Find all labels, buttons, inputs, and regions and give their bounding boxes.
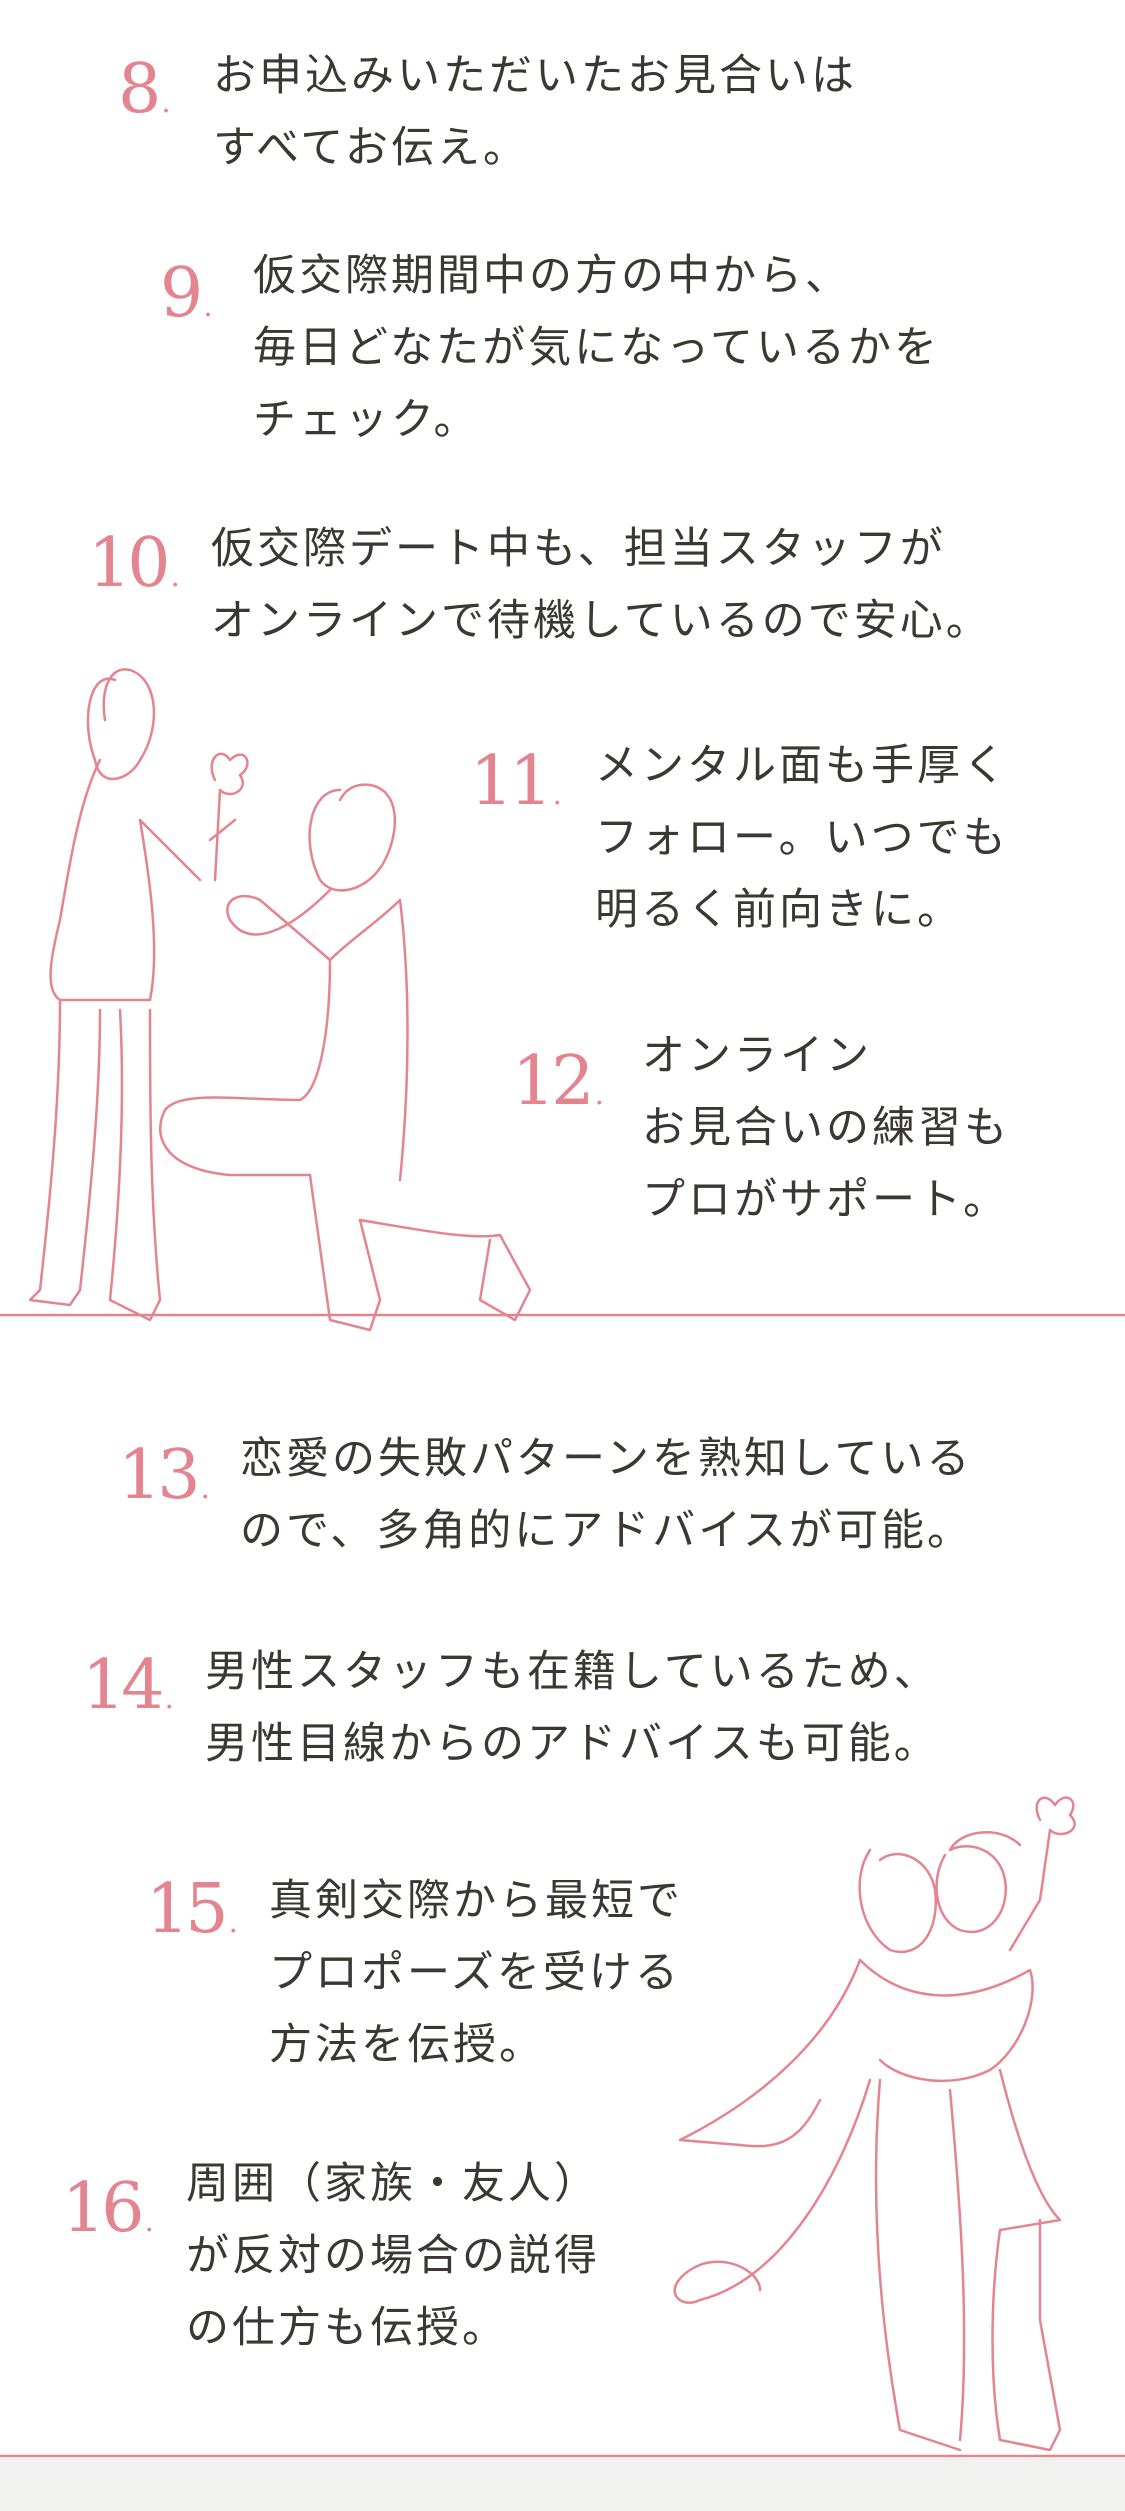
- item-text: 仮交際期間中の方の中から、毎日どなたが気になっているかをチェック。: [253, 251, 940, 445]
- embracing-couple-illustration: [0, 1796, 1125, 2458]
- item-text: 男性スタッフも在籍しているため、男性目線からのアドバイスも可能。: [205, 1647, 940, 1769]
- item-number: 12.: [512, 1042, 605, 1121]
- item-number: 15.: [146, 1870, 239, 1949]
- item-number: 11.: [470, 742, 563, 821]
- item-number: 16.: [62, 2169, 155, 2248]
- item-number: 13.: [118, 1436, 211, 1515]
- textured-floor: [0, 2458, 1125, 2511]
- item-text: オンラインお見合いの練習もプロがサポート。: [642, 1031, 1010, 1225]
- item-number: 9.: [160, 254, 213, 333]
- item-text: 真剣交際から最短でプロポーズを受ける方法を伝授。: [269, 1876, 683, 2070]
- item-text: お申込みいただいたお見合いはすべてお伝え。: [213, 51, 857, 173]
- proposal-couple-illustration: [0, 668, 1125, 1332]
- item-number: 10.: [88, 524, 181, 603]
- item-text: メンタル面も手厚くフォロー。いつでも明るく前向きに。: [595, 741, 1009, 935]
- item-number: 14.: [82, 1646, 175, 1725]
- item-text: 仮交際デート中も、担当スタッフがオンラインで待機しているので安心。: [211, 524, 992, 646]
- item-text: 周囲（家族・友人）が反対の場合の説得の仕方も伝授。: [186, 2159, 600, 2353]
- item-text: 恋愛の失敗パターンを熟知しているので、多角的にアドバイスが可能。: [240, 1434, 973, 1556]
- item-number: 8.: [118, 50, 171, 129]
